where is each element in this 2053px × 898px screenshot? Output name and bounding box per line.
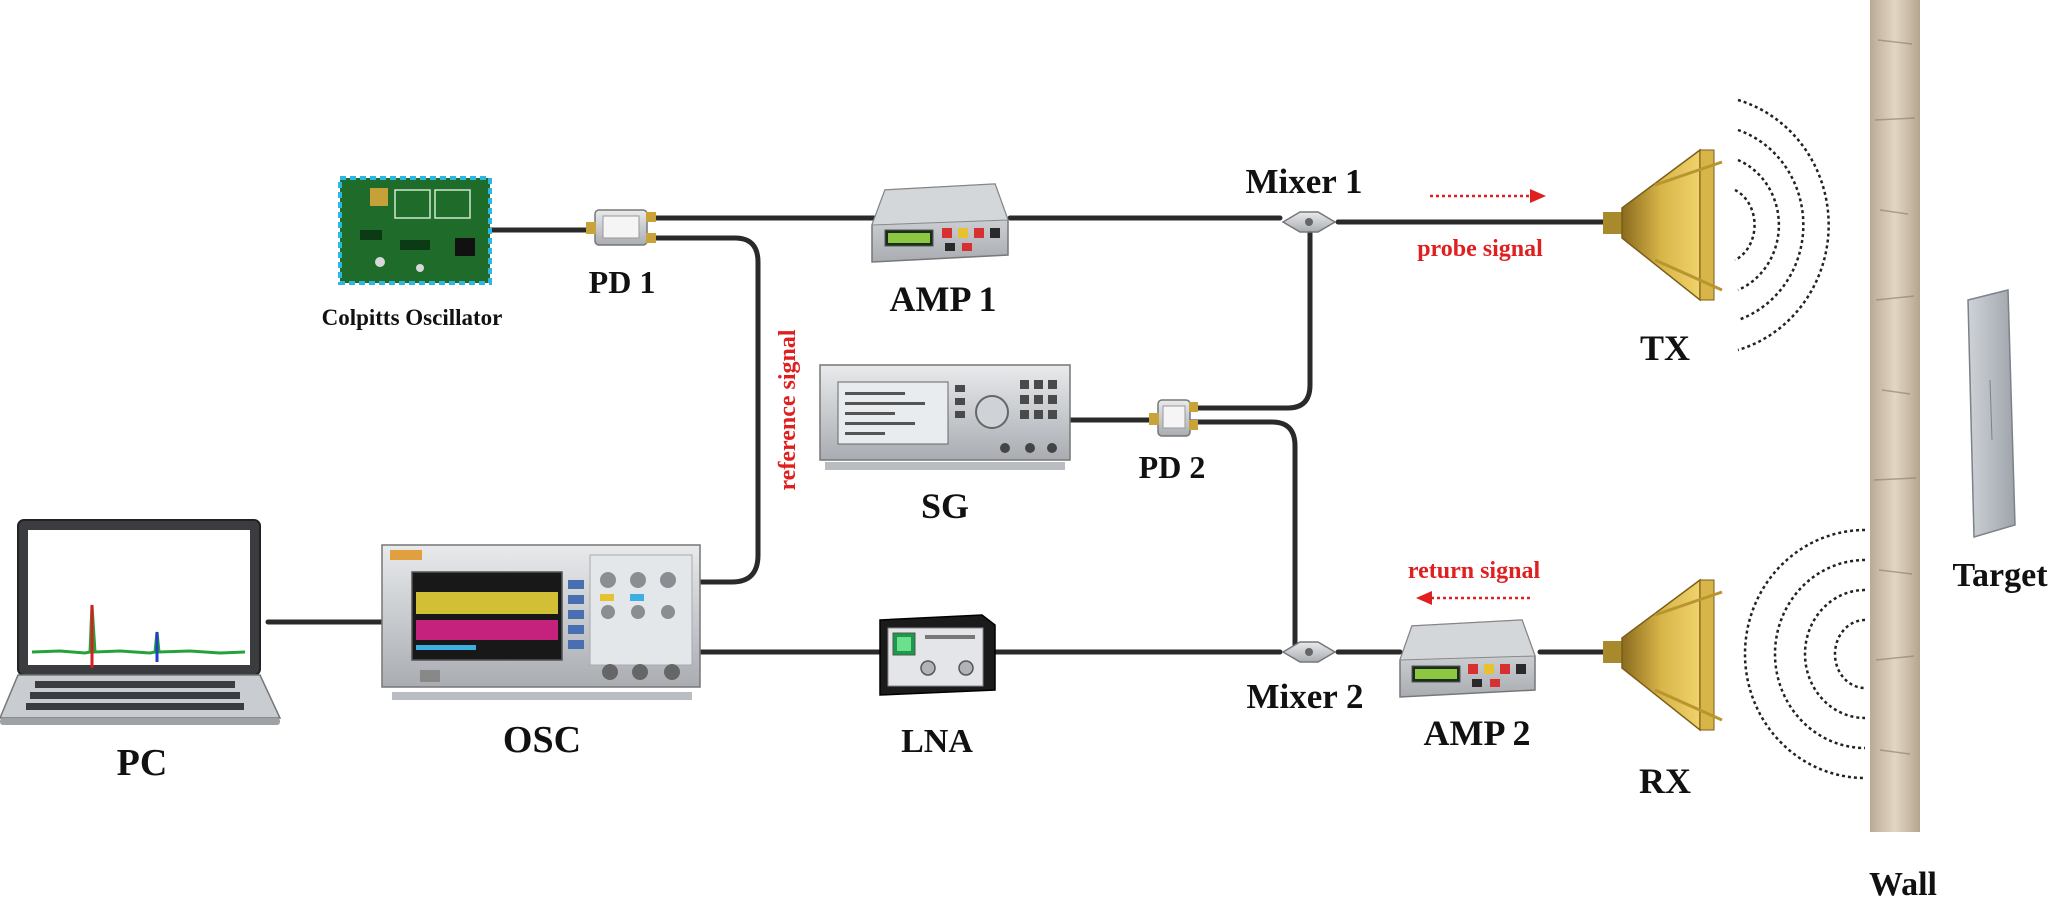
tx-horn-antenna <box>1603 148 1723 302</box>
power-divider-1 <box>586 209 656 246</box>
probe-signal-label: probe signal <box>1417 236 1543 262</box>
tx-label: TX <box>1640 328 1690 368</box>
return-signal-label: return signal <box>1408 558 1541 584</box>
osc-label: OSC <box>503 719 581 761</box>
cables <box>265 215 1613 655</box>
rx-wavefronts <box>1743 528 1866 780</box>
target <box>1967 289 2016 538</box>
sg-label: SG <box>921 486 969 526</box>
cable-pd2-mixer2 <box>1187 419 1298 649</box>
mixer2-label: Mixer 2 <box>1247 677 1364 716</box>
probe-signal-arrow <box>1430 189 1546 203</box>
colpitts-oscillator-label: Colpitts Oscillator <box>322 305 503 330</box>
return-signal-arrow <box>1416 591 1530 605</box>
reference-signal-label: reference signal <box>775 329 801 490</box>
amplifier-1 <box>871 183 1009 263</box>
colpitts-oscillator-board <box>338 176 492 285</box>
amp2-label: AMP 2 <box>1424 713 1531 753</box>
low-noise-amplifier <box>879 614 996 696</box>
signal-generator <box>819 364 1071 470</box>
amp1-label: AMP 1 <box>890 279 997 319</box>
wall-label: Wall <box>1869 866 1937 898</box>
mixer1-label: Mixer 1 <box>1246 162 1363 201</box>
amplifier-2 <box>1399 619 1536 698</box>
lna-label: LNA <box>901 723 973 760</box>
tx-wavefronts <box>1734 98 1830 352</box>
wall <box>1870 0 1920 832</box>
mixer-2 <box>1281 641 1337 663</box>
pc-label: PC <box>117 742 168 784</box>
pd1-label: PD 1 <box>589 264 656 300</box>
cable-pd1-osc-reference <box>645 235 761 585</box>
rx-label: RX <box>1639 761 1691 801</box>
target-label: Target <box>1952 557 2048 594</box>
mixer-1 <box>1281 211 1337 233</box>
pc-laptop <box>0 519 282 725</box>
cable-pd2-mixer1 <box>1187 229 1313 411</box>
power-divider-2 <box>1149 399 1198 437</box>
pd2-label: PD 2 <box>1139 449 1206 485</box>
oscilloscope <box>381 544 701 700</box>
rx-horn-antenna <box>1603 578 1723 732</box>
